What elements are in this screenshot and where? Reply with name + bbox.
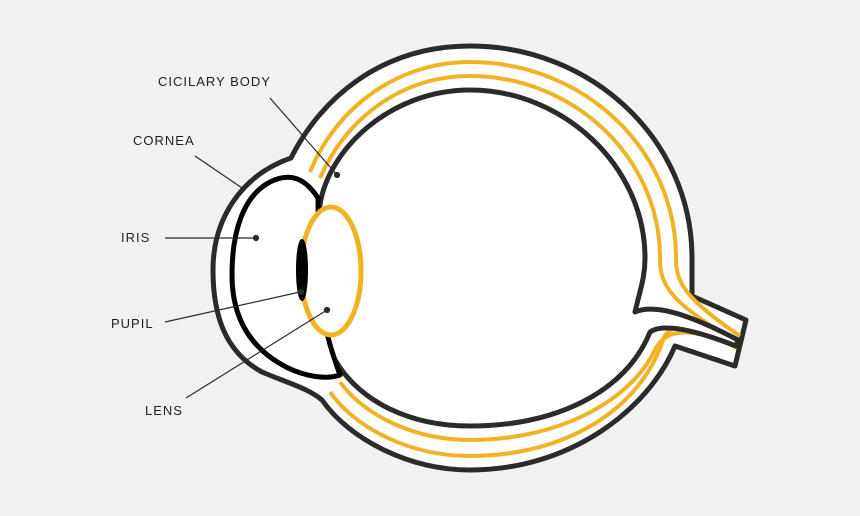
- label-lens: LENS: [145, 403, 183, 418]
- leader-line-ciliary-body: [269, 97, 338, 176]
- label-cornea: CORNEA: [133, 133, 195, 148]
- leader-dot-lens: [323, 306, 331, 314]
- leader-dot-pupil: [297, 288, 305, 296]
- pupil-shape: [296, 239, 308, 301]
- leader-line-pupil: [164, 291, 301, 323]
- retina-layer-outer: [308, 59, 742, 338]
- leader-line-lens: [185, 309, 328, 399]
- lens-shape: [298, 204, 364, 338]
- leader-dot-ciliary-body: [333, 171, 341, 179]
- leader-line-cornea: [194, 155, 246, 191]
- label-pupil: PUPIL: [111, 316, 154, 331]
- label-ciliary-body: CICILARY BODY: [158, 74, 271, 89]
- retina-layer-inner-lower: [338, 330, 737, 443]
- label-iris: IRIS: [121, 230, 151, 245]
- leader-dot-iris: [252, 234, 260, 242]
- retina-layer-inner: [318, 73, 739, 344]
